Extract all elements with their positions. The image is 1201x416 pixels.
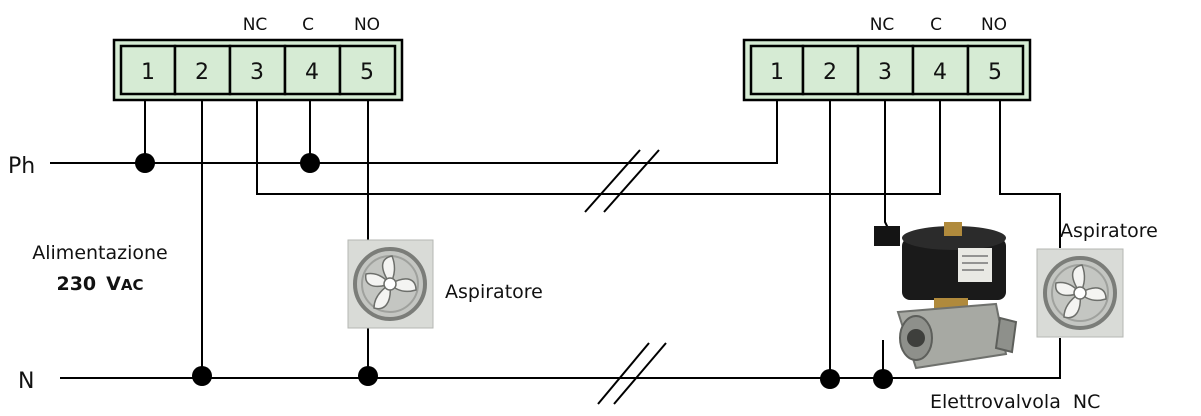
supply-unit-ac: AC — [121, 276, 144, 294]
left-terminal-5 — [338, 44, 397, 96]
junction-dot — [192, 366, 212, 386]
phase-label: Ph — [8, 154, 35, 179]
neutral-break-mark-2 — [613, 342, 667, 405]
neutral-label: N — [18, 369, 34, 394]
fan-right-icon — [1036, 248, 1124, 338]
phase-break-mark-2 — [603, 149, 660, 213]
right-terminal-1-num: 1 — [770, 60, 784, 85]
right-terminal-2-num: 2 — [823, 60, 837, 85]
junction-dots — [135, 153, 893, 389]
left-terminal-1-num: 1 — [141, 60, 155, 85]
right-c-label: C — [930, 15, 942, 35]
left-terminal-block: NC C NO 1 2 3 4 5 — [112, 15, 404, 102]
fan-left-icon — [347, 239, 434, 329]
right-terminal-block: NC C NO 1 2 3 4 5 — [742, 15, 1032, 102]
valve-label: Elettrovalvola NC — [930, 391, 1100, 413]
left-terminal-2 — [173, 44, 232, 96]
left-c-label: C — [302, 15, 314, 35]
fan-left-label: Aspiratore — [445, 281, 543, 303]
left-nc-label: NC — [243, 15, 268, 35]
right-terminal-3 — [856, 44, 915, 96]
junction-dot — [873, 369, 893, 389]
left-terminal-1 — [119, 44, 177, 96]
left-no-label: NO — [354, 15, 380, 35]
phase-break-mark-1 — [584, 149, 641, 213]
right-terminal-5 — [966, 44, 1025, 96]
solenoid-valve-icon — [874, 222, 1018, 370]
neutral-break-mark-1 — [597, 342, 650, 405]
right-terminal-4-num: 4 — [933, 60, 947, 85]
junction-dot — [358, 366, 378, 386]
supply-voltage: 230 VAC — [56, 273, 143, 295]
right-terminal-5-num: 5 — [988, 60, 1002, 85]
left-terminal-4-num: 4 — [305, 60, 319, 85]
phase-wire — [50, 100, 778, 164]
right-t3-to-valve-wire — [884, 100, 891, 233]
left-terminal-2-num: 2 — [195, 60, 209, 85]
supply-label: Alimentazione — [32, 242, 168, 264]
junction-dot — [300, 153, 320, 173]
left-terminal-4 — [283, 44, 342, 96]
junction-dot — [820, 369, 840, 389]
right-terminal-1 — [749, 44, 805, 96]
wires — [50, 100, 1061, 405]
supply-unit-v: V — [106, 273, 121, 295]
left-terminal-5-num: 5 — [360, 60, 374, 85]
junction-dot — [135, 153, 155, 173]
right-no-label: NO — [981, 15, 1007, 35]
left-t3-to-right-t4-wire — [256, 100, 941, 195]
right-nc-label: NC — [870, 15, 895, 35]
fan-right-label: Aspiratore — [1060, 220, 1158, 242]
supply-voltage-value: 230 — [56, 273, 96, 295]
right-fan-to-neutral-wire — [896, 338, 1061, 379]
left-terminal-3-num: 3 — [250, 60, 264, 85]
right-terminal-3-num: 3 — [878, 60, 892, 85]
right-terminal-2 — [801, 44, 860, 96]
right-t5-to-fan-wire — [999, 100, 1061, 248]
